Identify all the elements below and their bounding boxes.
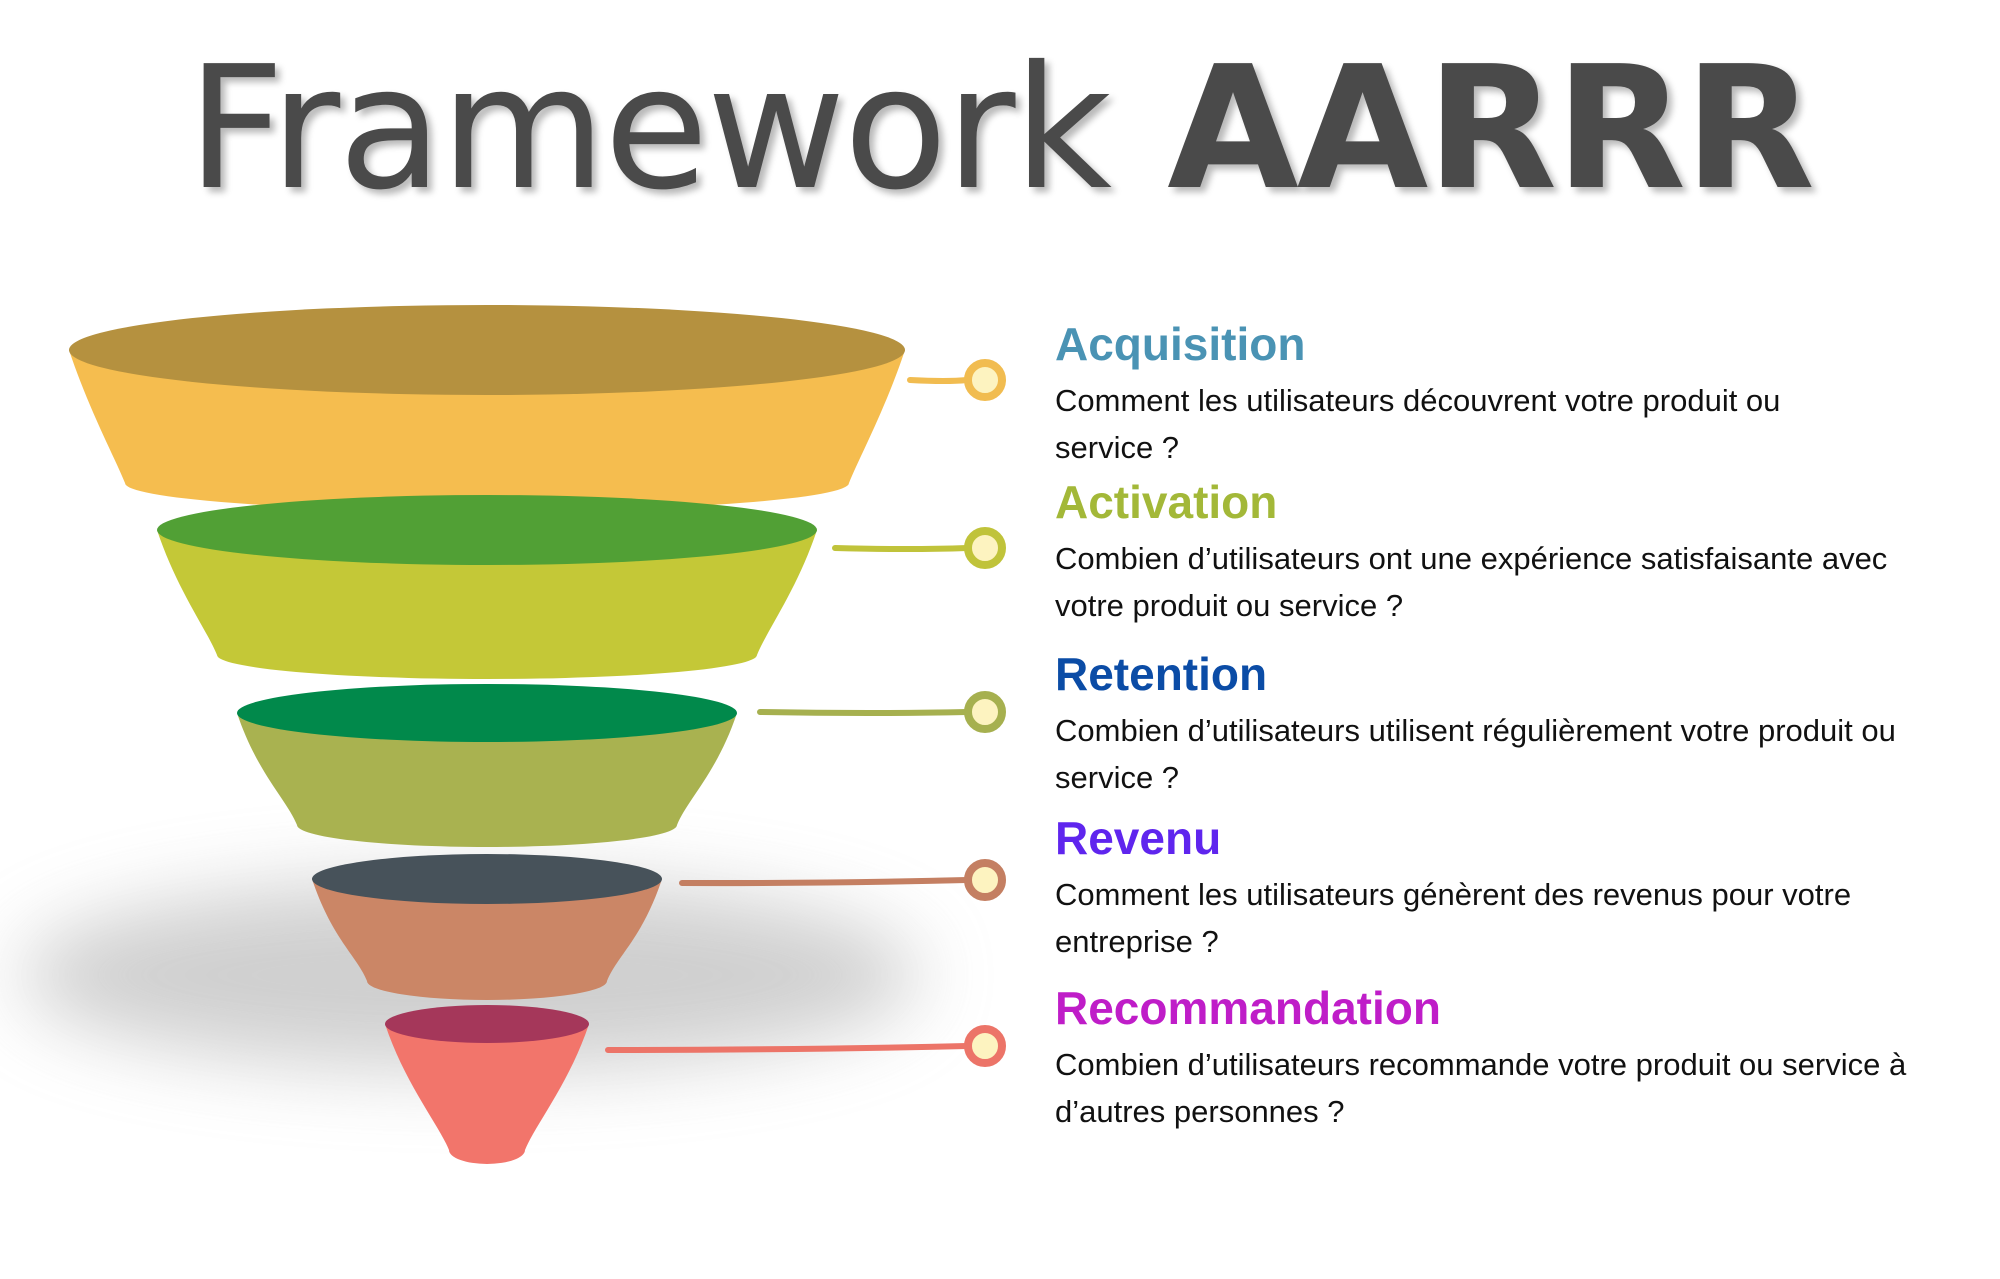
stage-description-activation: Combien d’utilisateurs ont une expérienc… [1055,540,1888,623]
funnel-layer-body [157,530,817,679]
stage-recommandation: Recommandation Combien d’utilisateurs re… [1055,982,1975,1135]
funnel-layer-body [69,350,905,511]
connector-marker-activation [964,527,1006,569]
funnel-layer-recommandation [385,1005,589,1164]
stage-activation: Activation Combien d’utilisateurs ont un… [1055,476,1975,629]
funnel-layer-retention [237,684,737,847]
stage-description-revenu: Comment les utilisateurs génèrent des re… [1055,876,1852,959]
connector-marker-retention [964,691,1006,733]
connector-line-revenu [679,877,970,887]
page-title: Framework AARRR [0,40,2000,219]
connector-marker-acquisition [964,359,1006,401]
funnel-layer-acquisition [69,305,905,511]
stage-description-retention: Combien d’utilisateurs utilisent réguliè… [1055,712,1896,795]
stage-acquisition: Acquisition Comment les utilisateurs déc… [1055,318,1975,471]
stage-description-acquisition: Comment les utilisateurs découvrent votr… [1055,382,1781,465]
title-light-text: Framework [186,30,1112,228]
stage-heading-acquisition: Acquisition [1055,318,1306,370]
funnel-layer-body [312,879,662,1000]
funnel-layer-top [312,854,662,904]
stage-heading-activation: Activation [1055,476,1278,528]
funnel-layer-body [385,1024,589,1164]
funnel-layer-top [385,1005,589,1043]
connector-line-recommandation [605,1043,970,1053]
funnel-layer-body [237,713,737,847]
stage-description-recommandation: Combien d’utilisateurs recommande votre … [1055,1046,1907,1129]
funnel-layer-top [237,684,737,742]
connector-marker-revenu [964,859,1006,901]
title-bold-text: AARRR [1167,30,1815,228]
connector-marker-recommandation [964,1025,1006,1067]
stage-heading-retention: Retention [1055,648,1268,700]
funnel-layer-activation [157,495,817,679]
funnel-layer-top [157,495,817,565]
connector-line-acquisition [907,377,970,384]
stage-retention: Retention Combien d’utilisateurs utilise… [1055,648,1975,801]
stage-heading-recommandation: Recommandation [1055,982,1441,1034]
funnel-layer-top [69,305,905,395]
stage-heading-revenu: Revenu [1055,812,1222,864]
funnel-layer-revenu [312,854,662,1000]
stage-revenu: Revenu Comment les utilisateurs génèrent… [1055,812,1975,965]
connector-line-activation [832,545,970,552]
connector-line-retention [757,709,970,716]
